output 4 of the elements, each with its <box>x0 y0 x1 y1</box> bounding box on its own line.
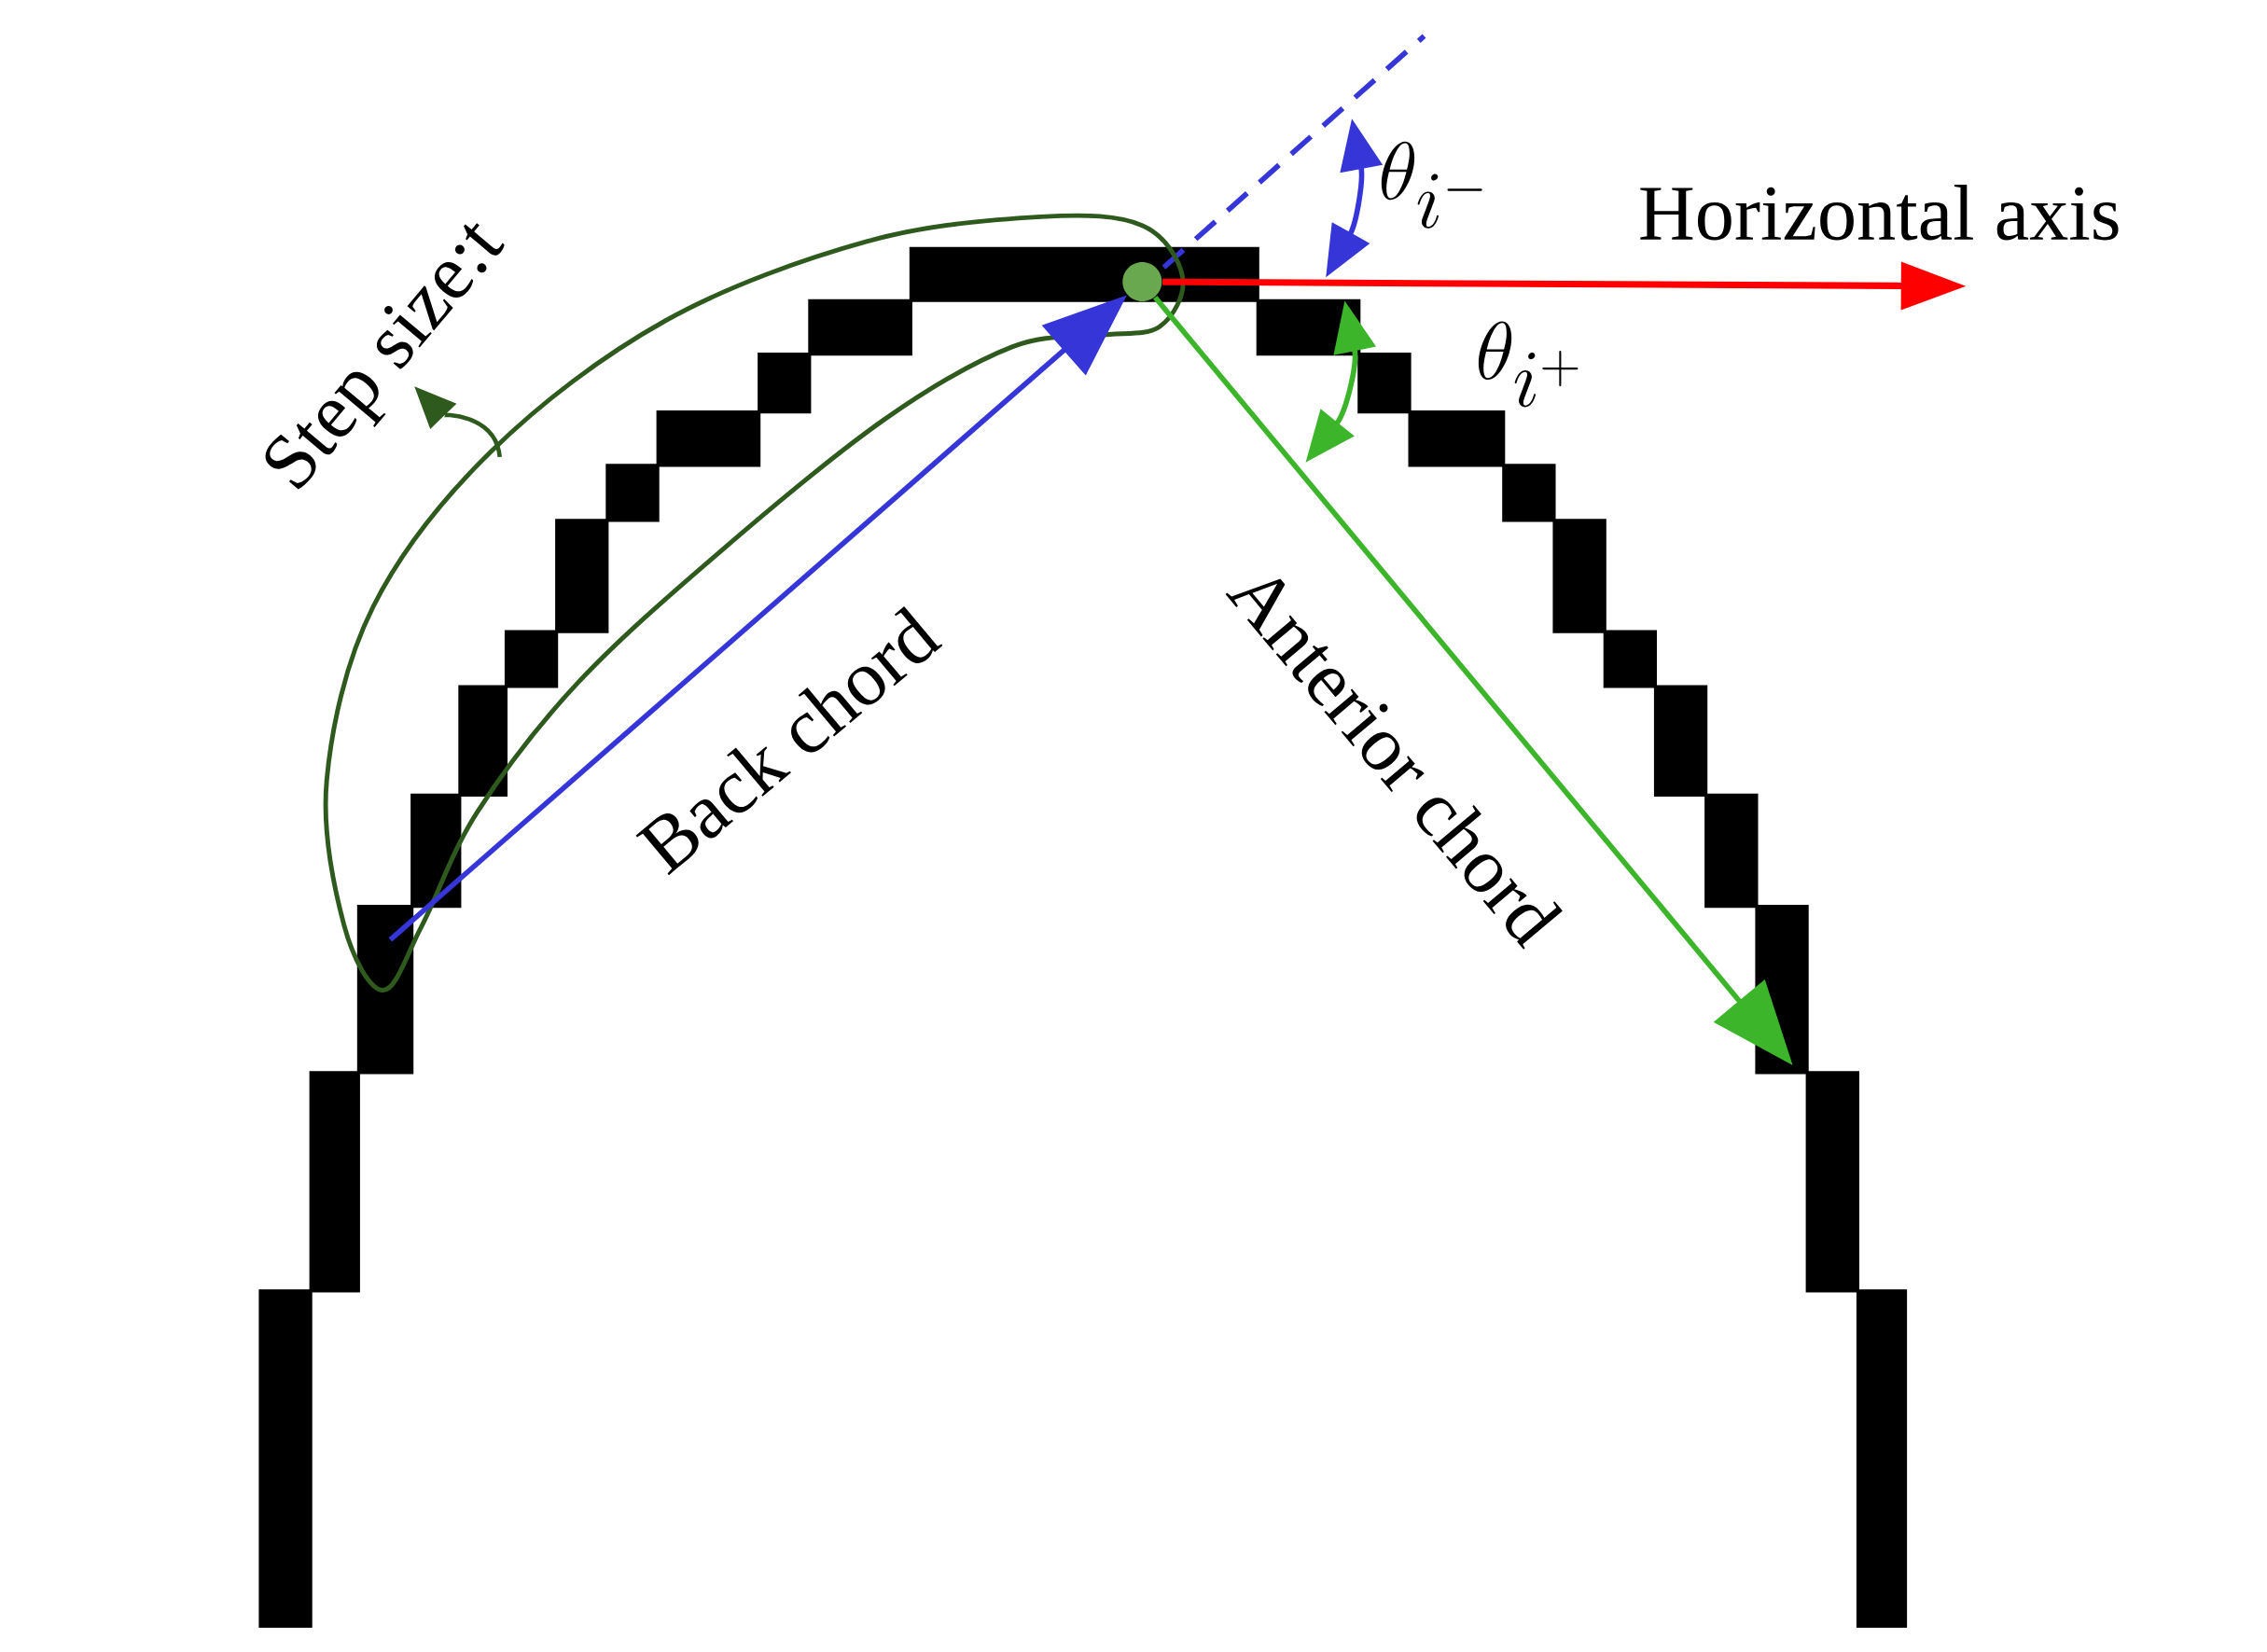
angle-label: $\theta_{i^{+}}$ <box>1478 321 1579 408</box>
center-point <box>1122 261 1162 301</box>
angle-label: $\theta_{i^{-}}$ <box>1381 141 1482 229</box>
edge-label: Horizontal axis <box>1640 184 2119 241</box>
